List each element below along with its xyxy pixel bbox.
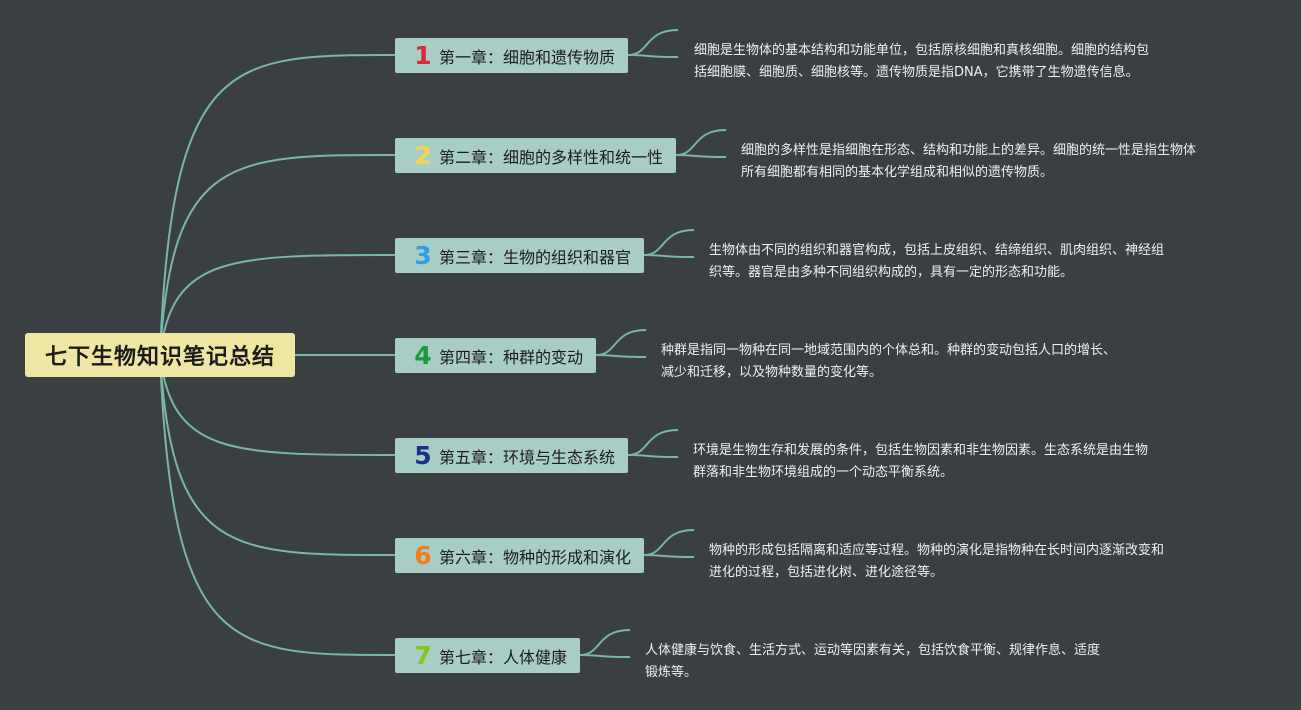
branch-line-7 bbox=[159, 354, 396, 656]
description-line: 括细胞膜、细胞质、细胞核等。遗传物质是指DNA，它携带了生物遗传信息。 bbox=[694, 65, 1139, 80]
branch-line-1 bbox=[159, 54, 396, 356]
chapter-node-1[interactable]: 1 第一章：细胞和遗传物质 bbox=[395, 38, 628, 73]
number-2-icon: 2 bbox=[414, 141, 432, 170]
note-line-bottom-3 bbox=[643, 254, 695, 258]
description-line: 群落和非生物环境组成的一个动态平衡系统。 bbox=[693, 465, 954, 480]
chapter-description-2[interactable]: 细胞的多样性是指细胞在形态、结构和功能上的差异。细胞的统一性是指生物体 所有细胞… bbox=[741, 140, 1196, 184]
description-line: 织等。器官是由多种不同组织构成的，具有一定的形态和功能。 bbox=[709, 265, 1074, 280]
number-6-icon: 6 bbox=[414, 541, 432, 570]
chapter-title: 第二章：细胞的多样性和统一性 bbox=[439, 147, 664, 167]
chapter-node-2[interactable]: 2 第二章：细胞的多样性和统一性 bbox=[395, 138, 676, 173]
chapter-node-5[interactable]: 5 第五章：环境与生态系统 bbox=[395, 438, 628, 473]
root-title: 七下生物知识笔记总结 bbox=[44, 345, 275, 370]
description-line: 进化的过程，包括进化树、进化途径等。 bbox=[709, 565, 944, 580]
note-line-bottom-4 bbox=[595, 354, 647, 358]
description-line: 生物体由不同的组织和器官构成，包括上皮组织、结缔组织、肌肉组织、神经组 bbox=[709, 243, 1165, 258]
branch-line-6 bbox=[159, 354, 396, 556]
note-line-bottom-5 bbox=[627, 454, 679, 458]
description-line: 人体健康与饮食、生活方式、运动等因素有关，包括饮食平衡、规律作息、适度 bbox=[645, 643, 1101, 658]
number-4-icon: 4 bbox=[414, 341, 432, 370]
branch-line-3 bbox=[159, 254, 396, 356]
chapter-node-3[interactable]: 3 第三章：生物的组织和器官 bbox=[395, 238, 644, 273]
branch-line-5 bbox=[159, 354, 396, 456]
chapter-description-4[interactable]: 种群是指同一物种在同一地域范围内的个体总和。种群的变动包括人口的增长、 减少和迁… bbox=[661, 340, 1116, 384]
chapter-description-7[interactable]: 人体健康与饮食、生活方式、运动等因素有关，包括饮食平衡、规律作息、适度 锻炼等。 bbox=[645, 640, 1100, 684]
note-line-bottom-1 bbox=[627, 54, 679, 58]
number-1-icon: 1 bbox=[414, 41, 432, 70]
chapter-node-6[interactable]: 6 第六章：物种的形成和演化 bbox=[395, 538, 644, 573]
description-line: 种群是指同一物种在同一地域范围内的个体总和。种群的变动包括人口的增长、 bbox=[661, 343, 1117, 358]
note-line-bottom-2 bbox=[675, 154, 727, 158]
root-topic[interactable]: 七下生物知识笔记总结 bbox=[25, 333, 295, 377]
description-line: 细胞的多样性是指细胞在形态、结构和功能上的差异。细胞的统一性是指生物体 bbox=[741, 143, 1197, 158]
chapter-title: 第五章：环境与生态系统 bbox=[439, 447, 616, 467]
number-5-icon: 5 bbox=[414, 441, 432, 470]
note-line-bottom-6 bbox=[643, 554, 695, 558]
chapter-description-6[interactable]: 物种的形成包括隔离和适应等过程。物种的演化是指物种在长时间内逐渐改变和 进化的过… bbox=[709, 540, 1164, 584]
description-line: 锻炼等。 bbox=[645, 665, 698, 680]
chapter-description-1[interactable]: 细胞是生物体的基本结构和功能单位，包括原核细胞和真核细胞。细胞的结构包 括细胞膜… bbox=[694, 40, 1149, 84]
chapter-description-3[interactable]: 生物体由不同的组织和器官构成，包括上皮组织、结缔组织、肌肉组织、神经组 织等。器… bbox=[709, 240, 1164, 284]
note-line-top-1 bbox=[627, 29, 679, 56]
chapter-node-4[interactable]: 4 第四章：种群的变动 bbox=[395, 338, 596, 373]
note-line-top-7 bbox=[579, 629, 631, 656]
chapter-title: 第三章：生物的组织和器官 bbox=[439, 247, 632, 267]
note-line-top-6 bbox=[643, 529, 695, 556]
description-line: 减少和迁移，以及物种数量的变化等。 bbox=[661, 365, 883, 380]
description-line: 细胞是生物体的基本结构和功能单位，包括原核细胞和真核细胞。细胞的结构包 bbox=[694, 43, 1150, 58]
chapter-title: 第七章：人体健康 bbox=[439, 647, 568, 667]
note-line-top-4 bbox=[595, 329, 647, 356]
number-7-icon: 7 bbox=[414, 641, 432, 670]
note-line-top-5 bbox=[627, 429, 679, 456]
chapter-title: 第四章：种群的变动 bbox=[439, 347, 584, 367]
chapter-title: 第六章：物种的形成和演化 bbox=[439, 547, 632, 567]
branch-line-2 bbox=[159, 154, 396, 356]
chapter-description-5[interactable]: 环境是生物生存和发展的条件，包括生物因素和非生物因素。生态系统是由生物 群落和非… bbox=[693, 440, 1148, 484]
note-line-top-3 bbox=[643, 229, 695, 256]
number-3-icon: 3 bbox=[414, 241, 432, 270]
description-line: 物种的形成包括隔离和适应等过程。物种的演化是指物种在长时间内逐渐改变和 bbox=[709, 543, 1165, 558]
chapter-title: 第一章：细胞和遗传物质 bbox=[439, 47, 616, 67]
description-line: 所有细胞都有相同的基本化学组成和相似的遗传物质。 bbox=[741, 165, 1054, 180]
description-line: 环境是生物生存和发展的条件，包括生物因素和非生物因素。生态系统是由生物 bbox=[693, 443, 1149, 458]
chapter-node-7[interactable]: 7 第七章：人体健康 bbox=[395, 638, 580, 673]
note-line-bottom-7 bbox=[579, 654, 631, 658]
note-line-top-2 bbox=[675, 129, 727, 156]
